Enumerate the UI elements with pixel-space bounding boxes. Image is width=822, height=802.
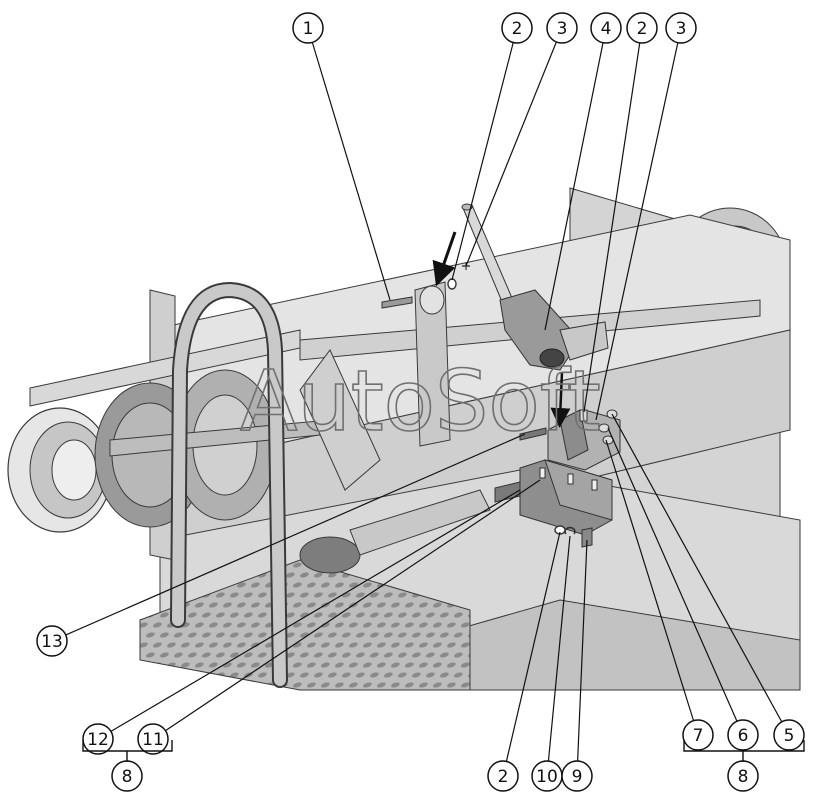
- callout-circle-c13: [36, 625, 68, 657]
- callout-circle-c2-bottom: [487, 760, 519, 792]
- callout-c3-top-right: 3: [595, 12, 697, 421]
- callout-c11: 11: [137, 479, 541, 755]
- callout-c1-top: 1: [292, 12, 391, 301]
- leader-line-c2-top-right: [583, 27, 643, 413]
- part-pin-1: [381, 296, 413, 309]
- callout-label-c1-top: 1: [303, 19, 314, 39]
- leader-line-c9: [576, 539, 588, 777]
- callout-label-c6: 6: [738, 726, 749, 746]
- callout-c9: 9: [561, 539, 593, 792]
- watermark-text: AutoSoft: [240, 352, 601, 450]
- callout-circle-c6: [727, 719, 759, 751]
- machine-body: [7, 187, 801, 691]
- callout-label-c7: 7: [693, 726, 704, 746]
- leader-line-c11: [152, 479, 541, 740]
- part-lockwasher-10: [564, 526, 576, 535]
- grated-platform: [139, 559, 471, 691]
- leader-line-c3-top-right: [595, 27, 682, 421]
- callout-label-c10: 10: [536, 767, 558, 787]
- part-bolt-9: [581, 527, 593, 548]
- arrow-middle: [550, 371, 571, 428]
- callout-c7: 7: [605, 439, 714, 751]
- callout-c2-top-right: 2: [583, 12, 658, 413]
- callout-label-c2-top-left: 2: [512, 19, 523, 39]
- callout-label-c4-top: 4: [601, 19, 612, 39]
- callout-c8-left: 8: [111, 760, 143, 792]
- leader-line-c2-bottom: [502, 531, 561, 777]
- callout-label-c2-bottom: 2: [498, 767, 509, 787]
- callout-label-c2-top-right: 2: [637, 19, 648, 39]
- callout-c8-right: 8: [727, 760, 759, 792]
- callout-c2-top-left: 2: [451, 12, 533, 281]
- callout-circle-c4-top: [590, 12, 622, 44]
- callout-label-c3-top-left: 3: [557, 19, 568, 39]
- leader-line-c1-top: [307, 27, 391, 301]
- callout-circle-c12: [82, 723, 114, 755]
- callout-circle-c3-top-left: [546, 12, 578, 44]
- part-washer-2: [447, 278, 457, 290]
- callout-circle-c5: [773, 719, 805, 751]
- leader-line-c7: [605, 439, 699, 736]
- leader-line-c10: [546, 535, 571, 777]
- callout-circle-c11: [137, 723, 169, 755]
- leader-line-c5: [611, 413, 790, 736]
- callout-circle-c7: [682, 719, 714, 751]
- leader-line-c12: [97, 489, 521, 740]
- callout-c10: 10: [531, 535, 571, 792]
- lower-roller: [299, 536, 361, 574]
- callout-label-c8-left: 8: [122, 767, 133, 787]
- callout-circle-c3-top-right: [665, 12, 697, 44]
- callout-label-c3-top-right: 3: [676, 19, 687, 39]
- callout-c13: 13: [36, 433, 526, 657]
- callout-label-c12: 12: [87, 730, 109, 750]
- callout-c4-top: 4: [544, 12, 622, 331]
- group-brackets: [82, 740, 805, 762]
- part-bolt-13: [519, 427, 547, 441]
- callout-label-c8-right: 8: [738, 767, 749, 787]
- callout-circle-c9: [561, 760, 593, 792]
- group-bracket-right: [683, 740, 805, 752]
- callout-c3-top-left: 3: [465, 12, 578, 267]
- callout-label-c11: 11: [142, 730, 164, 750]
- arrow-top: [432, 231, 457, 287]
- leader-line-c4-top: [544, 27, 607, 331]
- callout-c12: 12: [82, 489, 521, 755]
- leader-line-c13: [51, 433, 526, 642]
- callout-circle-c2-top-left: [501, 12, 533, 44]
- callout-c6: 6: [607, 427, 759, 751]
- callout-circle-c2-top-right: [626, 12, 658, 44]
- leader-line-c6: [607, 427, 744, 736]
- diagonal-strut: [299, 349, 381, 491]
- callout-label-c9: 9: [572, 767, 583, 787]
- callout-c5: 5: [611, 413, 805, 751]
- callout-circle-c1-top: [292, 12, 324, 44]
- callout-label-c13: 13: [41, 632, 63, 652]
- exploded-parts: [381, 203, 621, 548]
- callout-label-c5: 5: [784, 726, 795, 746]
- leader-line-c2-top-left: [451, 27, 518, 281]
- leader-line-c3-top-left: [465, 27, 563, 267]
- callout-c2-bottom: 2: [487, 531, 561, 792]
- lower-bracket: [494, 459, 613, 536]
